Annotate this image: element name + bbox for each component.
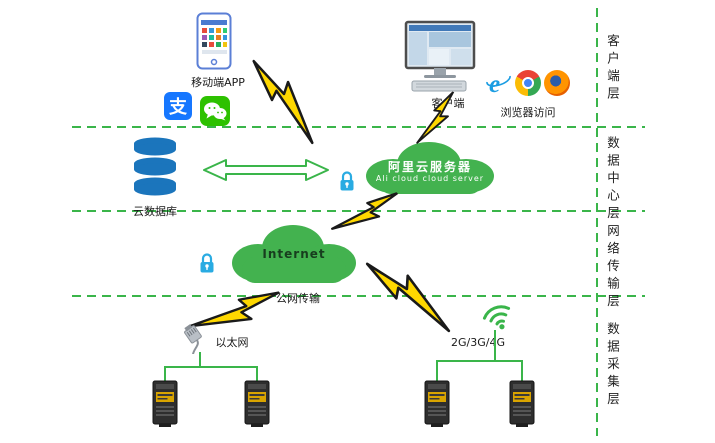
- internet-cloud: Internet: [230, 218, 358, 288]
- alipay-icon: 支: [164, 92, 192, 120]
- device-icon-1: [150, 380, 180, 432]
- desktop-computer-icon: [404, 20, 480, 98]
- ie-browser-icon: e: [486, 70, 512, 100]
- firefox-browser-icon: [544, 70, 570, 96]
- layer-label-data-center: 数据中心层: [605, 136, 620, 224]
- chrome-browser-icon: [515, 70, 541, 96]
- lock-icon-datacenter: [338, 170, 356, 196]
- layer-label-acquisition: 数据采集层: [605, 322, 620, 410]
- ethernet-device1-line: [164, 366, 166, 382]
- cellular-device2-line: [521, 360, 523, 382]
- layer-label-network: 网络传输层: [605, 224, 620, 312]
- layer-divider-3: [72, 295, 645, 297]
- cloud-database-label: 云数据库: [133, 205, 177, 218]
- lightning-bolt-cellular: [346, 253, 480, 340]
- cellular-bus-line: [436, 360, 523, 362]
- ethernet-icon: [180, 324, 210, 358]
- internet-label: Internet: [262, 247, 326, 261]
- cellular-device1-line: [436, 360, 438, 382]
- browser-access-label: 浏览器访问: [500, 106, 556, 119]
- lightning-bolt-client: [411, 85, 462, 158]
- ali-cloud-server: 阿里云服务器 Ali cloud cloud server: [364, 136, 496, 200]
- lightning-bolt-cloud-internet: [324, 174, 404, 255]
- cellular-signal-icon: [474, 293, 522, 342]
- ethernet-device2-line: [256, 366, 258, 382]
- ali-cloud-label-cn: 阿里云服务器: [387, 160, 472, 174]
- sync-double-arrow: [202, 158, 330, 186]
- ethernet-label: 以太网: [215, 336, 249, 349]
- layer-label-divider: [596, 8, 598, 436]
- lock-icon-network: [198, 252, 216, 278]
- device-icon-2: [242, 380, 272, 432]
- lightning-bolt-mobile: [233, 54, 343, 151]
- ethernet-bus-line: [164, 366, 258, 368]
- device-icon-3: [422, 380, 452, 432]
- mobile-app-label: 移动端APP: [191, 76, 245, 89]
- layer-label-client: 客户端层: [605, 34, 620, 104]
- mobile-phone-icon: [196, 12, 232, 74]
- cloud-database-icon: [132, 136, 178, 202]
- public-transmission-label: 公网传输: [276, 292, 320, 305]
- ali-cloud-label-en: Ali cloud cloud server: [375, 174, 485, 183]
- device-icon-4: [507, 380, 537, 432]
- layer-divider-2: [72, 210, 645, 212]
- svg-text:e: e: [489, 71, 500, 96]
- layer-divider-1: [72, 126, 645, 128]
- wechat-icon: [200, 96, 230, 130]
- cellular-drop-line: [494, 330, 496, 360]
- ethernet-drop-line: [199, 352, 201, 366]
- cellular-label: 2G/3G/4G: [451, 336, 505, 349]
